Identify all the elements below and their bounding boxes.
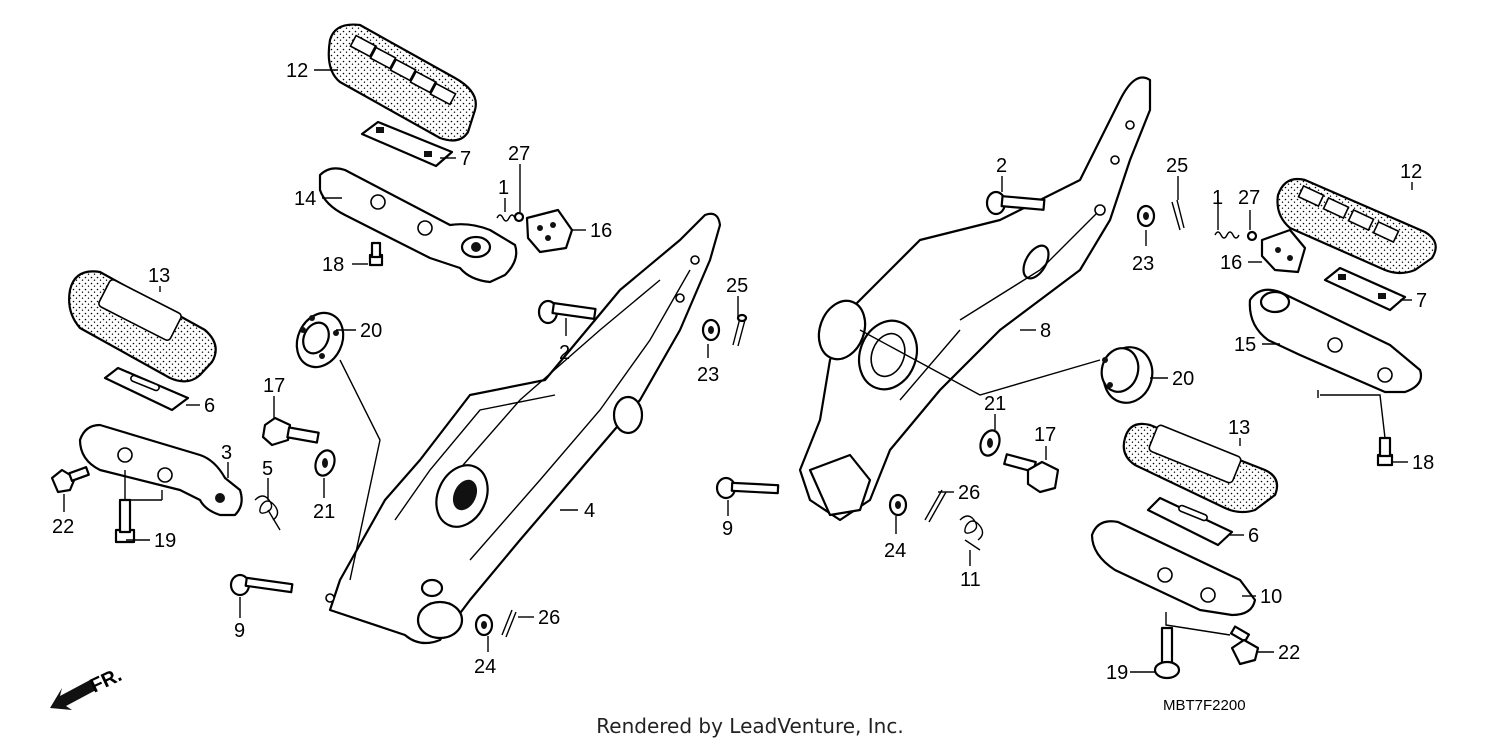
callout-26-left: 26 [538,607,560,629]
washer-24-left [474,613,494,637]
callout-25-right: 25 [1166,155,1188,177]
cotter-pin-25-left [732,313,748,347]
cap-20-left [295,311,345,369]
callout-4-left: 4 [584,500,595,522]
callout-17-left: 17 [263,375,285,397]
washer-23-right [1136,204,1156,228]
cotter-pin-25-right [1171,199,1185,231]
callout-26-right: 26 [958,482,980,504]
footpeg-rubber-13-right [1122,422,1279,514]
callout-19-left: 19 [154,530,176,552]
callout-9-right: 9 [722,518,733,540]
callout-6-right: 6 [1248,525,1259,547]
bolt-22-right [1229,625,1260,666]
callout-11-right: 11 [960,569,981,591]
bolt-17-right [1003,453,1060,494]
callout-2-left: 2 [559,342,570,364]
front-direction-label: FR. [87,664,125,698]
cotter-pin-26-left [501,609,517,638]
callout-9-left: 9 [234,620,245,642]
callout-15-right: 15 [1234,334,1256,356]
footer-credit: Rendered by LeadVenture, Inc. [596,714,904,738]
ball-27-right [1246,230,1258,242]
footpeg-3 [78,423,243,517]
callout-20-right: 20 [1172,368,1194,390]
bolt-17-left [261,416,320,447]
callout-14-left: 14 [294,188,316,210]
washer-24-right [888,493,908,517]
callout-5-left: 5 [262,458,273,480]
callout-12-right: 12 [1400,161,1422,183]
bolt-19-left [114,498,136,544]
callout-18-left: 18 [322,254,344,276]
footpeg-rubber-12-right [1276,177,1437,275]
callout-7-right: 7 [1416,290,1427,312]
bolt-19-right [1153,626,1181,680]
callout-12-left: 12 [286,60,308,82]
callout-24-right: 24 [884,540,906,562]
spring-1-right [1214,231,1240,239]
callout-22-right: 22 [1278,642,1300,664]
callout-1-left: 1 [498,177,509,199]
washer-21-right [979,429,1001,457]
pin-2-left [537,299,597,325]
callout-24-left: 24 [474,656,496,678]
rubber-plate-6-left [103,366,190,412]
callout-23-left: 23 [697,364,719,386]
callout-6-left: 6 [204,395,215,417]
callout-2-right: 2 [996,155,1007,177]
rubber-plate-6-right [1146,496,1234,547]
ball-27-left [513,211,525,223]
footpeg-bracket-15 [1248,288,1423,394]
front-direction-arrow-icon: FR. [50,664,125,710]
washer-21-left [314,449,336,477]
bolt-9-left [229,573,294,597]
leader-lines [63,69,1413,673]
step-holder-8 [798,76,1152,522]
callout-16-right: 16 [1220,252,1242,274]
callout-25-left: 25 [726,275,748,297]
footpeg-bracket-14 [318,167,518,284]
footpeg-rubber-13-left [68,270,217,383]
callout-17-right: 17 [1034,424,1056,446]
step-holder-4 [325,212,722,645]
callout-7-left: 7 [460,148,471,170]
rubber-plate-7-right [1323,266,1407,312]
callout-13-right: 13 [1228,417,1250,439]
spring-11-right [959,515,984,551]
washer-23-left [701,318,721,342]
callout-13-left: 13 [148,265,170,287]
callout-27-left: 27 [508,143,530,165]
spring-1-left [496,214,516,222]
cap-20-right [1100,346,1154,404]
pin-2-right [985,190,1046,216]
callout-20-left: 20 [360,320,382,342]
bolt-18-left [368,241,384,267]
callout-18-right: 18 [1412,452,1434,474]
bolt-22-left [50,466,90,494]
callout-16-left: 16 [590,220,612,242]
footpeg-10 [1090,520,1257,617]
callout-19-right: 19 [1106,662,1128,684]
footpeg-rubber-12-left [327,23,477,142]
callout-numbers: 12 7 27 1 14 16 18 13 6 20 25 2 23 17 3 … [52,60,1434,684]
bolt-18-right [1376,436,1394,467]
callout-8-right: 8 [1040,320,1051,342]
cotter-pin-26-right [924,489,947,523]
rubber-plate-7-left [360,120,454,168]
spring-5-left [254,495,281,531]
bolt-9-right [715,476,780,500]
diagram-code: MBT7F2200 [1163,697,1246,714]
detent-plate-16-right [1260,228,1307,274]
callout-23-right: 23 [1132,253,1154,275]
callout-27-right: 27 [1238,187,1260,209]
callout-1-right: 1 [1212,187,1223,209]
callout-10-right: 10 [1260,586,1282,608]
callout-21-left: 21 [313,501,335,523]
callout-3-left: 3 [221,442,232,464]
detent-plate-16-left [525,208,574,254]
callout-21-right: 21 [984,393,1006,415]
callout-22-left: 22 [52,516,74,538]
